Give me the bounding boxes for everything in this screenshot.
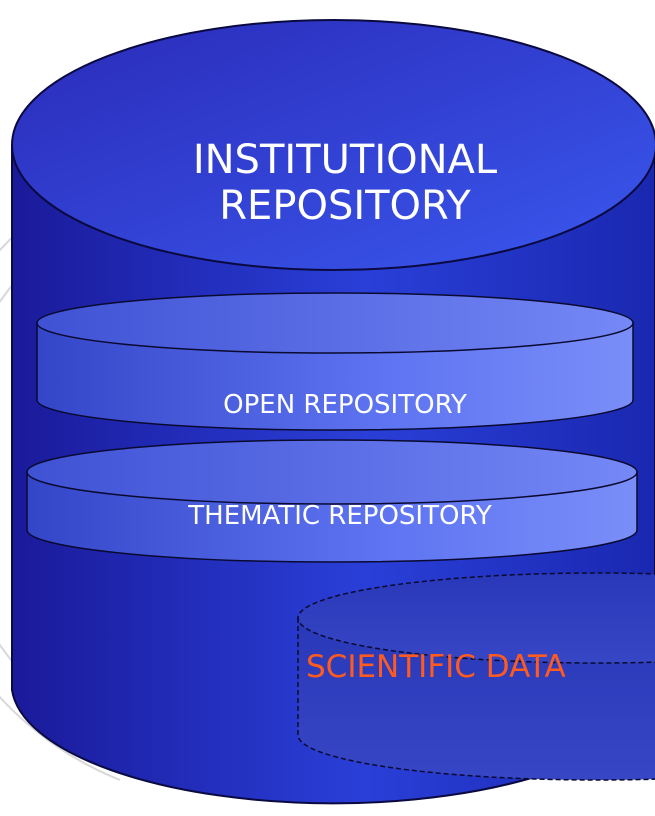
open-repository-label: OPEN REPOSITORY: [223, 390, 467, 420]
scientific-data-label: SCIENTIFIC DATA: [306, 649, 566, 685]
institutional-repository-title-line-1: INSTITUTIONAL: [192, 137, 498, 183]
institutional-repository-title-line-2: REPOSITORY: [219, 183, 471, 229]
open-repository-disc: [36, 292, 634, 431]
thematic-repository-label: THEMATIC REPOSITORY: [188, 501, 492, 531]
scientific-data-cylinder: [297, 572, 655, 781]
thematic-repository-disc: [26, 439, 638, 563]
institutional-repository-top: [11, 19, 655, 271]
